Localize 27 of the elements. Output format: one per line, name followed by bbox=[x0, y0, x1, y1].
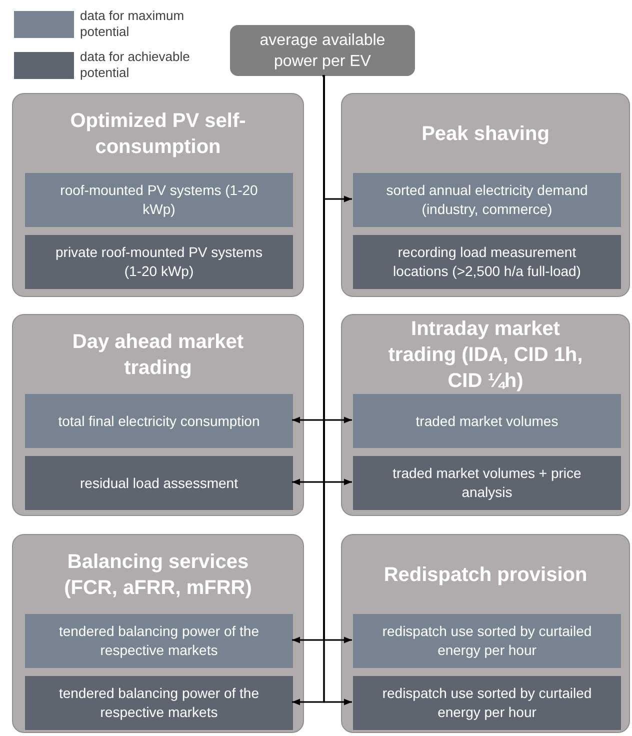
data-box: roof-mounted PV systems (1-20 kWp) bbox=[25, 173, 293, 227]
panel-title: Optimized PV self-consumption bbox=[69, 109, 247, 160]
category-panel bbox=[12, 93, 304, 297]
data-box: recording load measurement locations (>2,500 h/a full-load) bbox=[353, 235, 621, 289]
panel-title: Balancing services (FCR, aFRR, mFRR) bbox=[63, 550, 253, 601]
category-panel bbox=[12, 314, 304, 516]
category-panel bbox=[341, 93, 630, 297]
data-box: sorted annual electricity demand (industry, commerce) bbox=[353, 173, 621, 227]
data-box: redispatch use sorted by curtailed energy per hour bbox=[353, 614, 621, 668]
data-box: traded market volumes + price analysis bbox=[353, 456, 621, 510]
data-box: tendered balancing power of the respective markets bbox=[25, 676, 293, 730]
data-box: private roof-mounted PV systems (1-20 kWp) bbox=[25, 235, 293, 289]
data-box: total final electricity consumption bbox=[25, 394, 293, 448]
data-box: traded market volumes bbox=[353, 394, 621, 448]
category-panel bbox=[341, 314, 630, 516]
data-box: residual load assessment bbox=[25, 456, 293, 510]
data-box: tendered balancing power of the respective markets bbox=[25, 614, 293, 668]
source-box: average available power per EV bbox=[230, 25, 415, 76]
category-panel bbox=[12, 534, 304, 733]
panel-title: Redispatch provision bbox=[384, 563, 588, 588]
panel-title: Day ahead market trading bbox=[71, 330, 245, 381]
legend-label: data for maximum potential bbox=[80, 8, 186, 40]
panel-title: Intraday market trading (IDA, CID 1h, CID ¼h) bbox=[387, 317, 584, 394]
category-panel bbox=[341, 534, 630, 733]
legend-label: data for achievable potential bbox=[80, 49, 191, 81]
panel-title: Peak shaving bbox=[422, 122, 550, 147]
data-box: redispatch use sorted by curtailed energy per hour bbox=[353, 676, 621, 730]
